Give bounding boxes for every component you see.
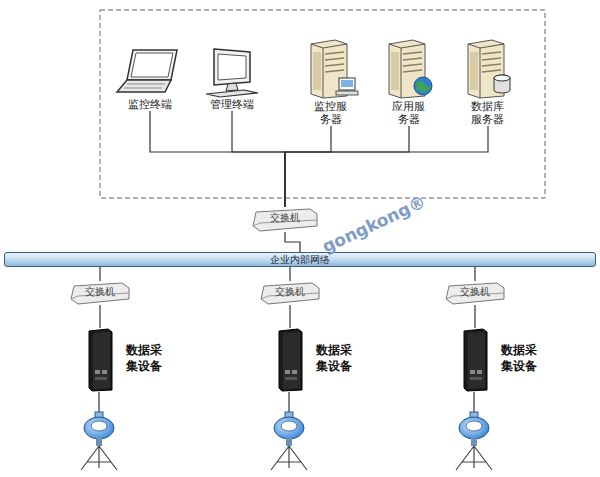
- icon-holder: [196, 46, 268, 98]
- network-link: [285, 126, 331, 207]
- icon-holder: [110, 46, 190, 98]
- node-label: 交换机: [270, 212, 300, 224]
- switch-node: 交换机: [252, 207, 318, 232]
- node-label: 应用服务器: [391, 100, 427, 126]
- node-label: 监控终端: [110, 98, 190, 111]
- network-band: 企业内部网络: [4, 252, 596, 267]
- node-label: 交换机: [275, 286, 305, 298]
- sensor-icon: [271, 392, 307, 470]
- network-link: [285, 126, 488, 207]
- server-node: 监控服务器: [296, 38, 366, 126]
- sensor-group: [81, 392, 492, 470]
- server-node: 应用服务器: [374, 38, 444, 126]
- icon-holder: [452, 38, 524, 100]
- node-label: 数据采集设备: [316, 342, 352, 374]
- network-link: [285, 126, 409, 207]
- terminal-node: 管理终端: [196, 46, 268, 111]
- network-link: [150, 111, 285, 207]
- node-label: 监控服务器: [313, 100, 349, 126]
- device-icon: [86, 328, 114, 392]
- server-icon: [301, 38, 361, 100]
- device-icon: [276, 328, 304, 392]
- node-label: 数据库服务器: [470, 100, 506, 126]
- node-label: 管理终端: [196, 98, 268, 111]
- laptop-icon: [115, 46, 185, 98]
- network-link: [474, 305, 475, 328]
- watermark: gongkong®: [319, 191, 429, 256]
- dashed-region: [100, 10, 545, 198]
- data-acquisition-node: 数据采集设备: [461, 328, 561, 392]
- sensor-icon: [81, 392, 117, 470]
- switch-node: 交换机: [70, 281, 130, 305]
- server-icon: [379, 38, 439, 100]
- server-icon: [458, 38, 518, 100]
- network-link: [99, 305, 100, 328]
- desktop-icon: [200, 46, 264, 98]
- switch-node: 交换机: [445, 281, 505, 305]
- network-link: [474, 267, 475, 281]
- node-label: 交换机: [85, 286, 115, 298]
- node-label: 交换机: [460, 286, 490, 298]
- node-label: 企业内部网络: [270, 254, 330, 266]
- server-node: 数据库服务器: [452, 38, 524, 126]
- device-icon: [461, 328, 489, 392]
- switch-node: 交换机: [260, 281, 320, 305]
- icon-holder: [374, 38, 444, 100]
- node-label: 数据采集设备: [501, 342, 537, 374]
- node-label: 数据采集设备: [126, 342, 162, 374]
- network-link: [99, 267, 100, 281]
- network-link: [289, 305, 290, 328]
- network-link: [285, 232, 300, 252]
- sensor-icon: [456, 392, 492, 470]
- icon-holder: [296, 38, 366, 100]
- network-link: [232, 111, 285, 207]
- network-link: [289, 267, 290, 281]
- data-acquisition-node: 数据采集设备: [86, 328, 186, 392]
- terminal-node: 监控终端: [110, 46, 190, 111]
- data-acquisition-node: 数据采集设备: [276, 328, 376, 392]
